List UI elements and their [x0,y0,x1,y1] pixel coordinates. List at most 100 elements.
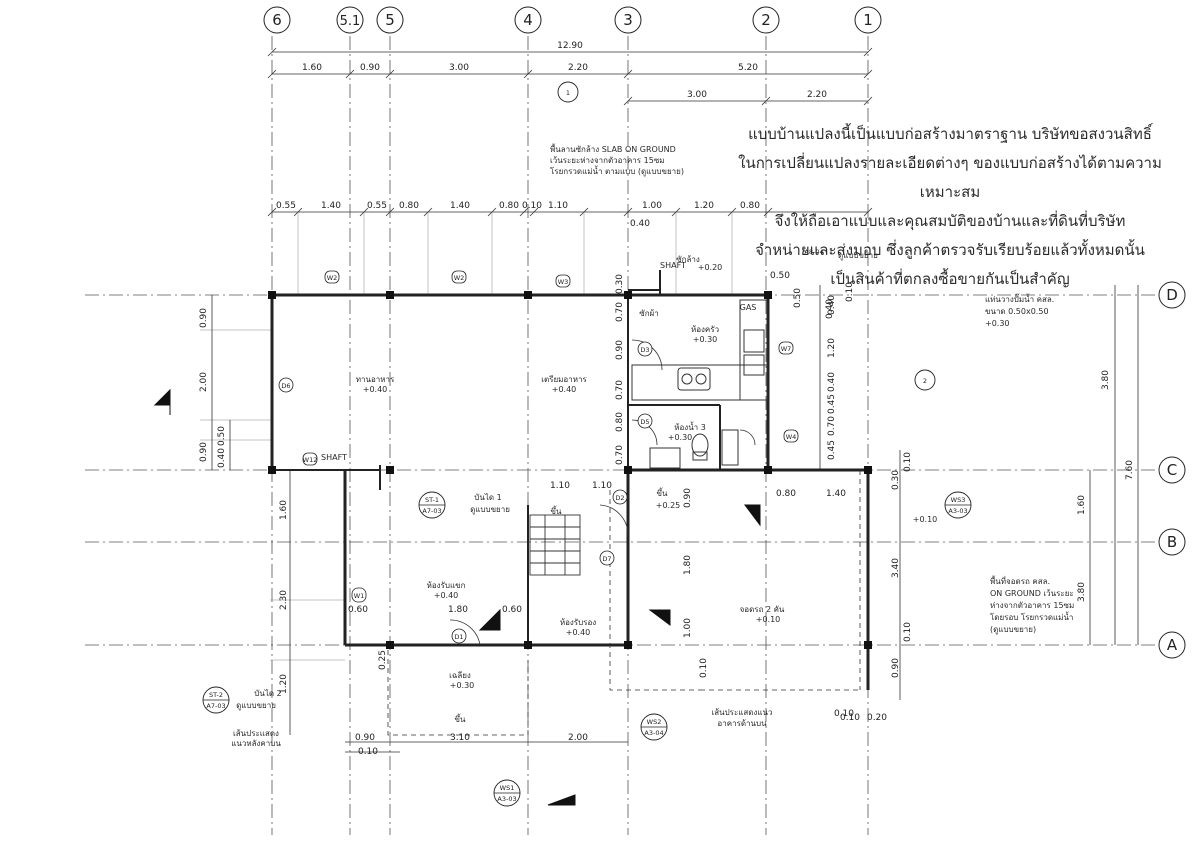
grid-label-5: 5 [385,11,395,29]
room-guest: ห้องรับรอง [560,618,596,627]
dim-row2-a: 3.00 [687,90,707,100]
window-tag-w4: W4 [786,433,797,441]
dim-left-2: 0.90 [199,442,209,462]
eave-note-1: เส้นประแสดงแนว [711,708,772,717]
dim-mid-6: 3.40 [891,558,901,578]
grid-label-6: 6 [272,11,282,29]
wash-label: ซักผ้า [639,309,658,318]
section-st1-id: ST-1 [425,496,439,504]
slab-note-1: พื้นลานซักล้าง SLAB ON GROUND [550,143,676,154]
parking-note-2: ON GROUND เว้นระยะ [990,589,1074,598]
parking-note-5: (ดูแบบขยาย) [990,625,1036,635]
door-tag-d6: D6 [281,382,290,390]
section-ws3-ref: A3-03 [948,507,967,515]
edge-note-1: เส้นประแสดง [233,729,279,738]
section-ws2-id: WS2 [647,718,662,726]
parking-note-1: พื้นที่จอดรถ คสล. [990,575,1050,586]
room-dining-level: +0.40 [363,385,388,394]
dim-bottom-4: 0.10 [840,713,860,723]
dim-shaft-0: 0.30 [615,274,625,294]
sink-label: ซักล้าง [676,255,700,264]
edge-note-2: แนวหลังคาบน [231,739,281,748]
dim-rc-6: 0.45 [827,440,837,460]
room-terrace-level: +0.30 [450,681,475,690]
room-guest-level: +0.40 [566,628,591,637]
note-line-2: ในการเปลี่ยนแปลงรายละเอียดต่างๆ ของแบบก่… [738,154,1162,201]
note-line-4: จำหน่ายและส่งมอบ ซึ่งลูกค้าตรวจรับเรียบร… [755,241,1145,259]
a804-callout: A8-04 [804,248,823,256]
vertical-grid-lines [271,36,869,835]
dim-rcb-1: 0.90 [891,658,901,678]
dim-mid-3: 1.40 [826,489,846,499]
dim-rc-4: 0.45 [827,394,837,414]
marker-2: 2 [923,377,927,385]
dim-row3-9: 1.20 [694,201,714,211]
section-st2-ref: A7-03 [206,702,225,710]
dim-right-outer-1: 7.60 [1125,460,1135,480]
dim-row3-3: 0.80 [399,201,419,211]
room-kitchen-level: +0.30 [693,335,718,344]
stair2-label: บันได 2 [254,689,281,698]
shaft-label: SHAFT [660,261,686,270]
grid-label-C: C [1167,461,1177,479]
section-ws3-id: WS3 [951,496,966,504]
dim-mid-1: 1.10 [592,481,612,491]
dim-rc-1: 0.40 [827,295,837,315]
dim-mid-2: 0.80 [776,489,796,499]
dim-right-b-2: 0.20 [867,713,887,723]
grid-label-2: 2 [761,11,771,29]
dim-kitchen-1: 0.50 [793,288,803,308]
dim-lower-3: 0.25 [378,650,388,670]
dim-right-outer-0: 3.80 [1101,370,1111,390]
grid-label-4: 4 [523,11,533,29]
dim-bottom-2: 2.00 [568,733,588,743]
dim-lower-1: 1.80 [448,605,468,615]
marker-1: 1 [566,89,570,97]
window-tag-w12: W12 [303,456,318,464]
section-callout-dividers [203,504,971,794]
dim-rcb-0: 0.10 [903,622,913,642]
grid-label-D: D [1166,286,1178,304]
section-st2-id: ST-2 [209,691,223,699]
room-parking-level: +0.10 [756,615,781,624]
tag-bubbles [278,270,799,644]
grid-label-B: B [1167,533,1177,551]
dim-row3-extra: 0.40 [630,219,650,229]
a804-note: ดูแบบขยาย [838,251,878,261]
dim-row3-6: 0.10 [522,201,542,211]
room-bath3: ห้องน้ำ 3 [674,421,706,432]
dim-mid-4: 0.90 [683,488,693,508]
dim-shaft-3: 0.70 [615,380,625,400]
door-tag-d3: D3 [640,346,649,354]
left-dimension-lines [211,295,291,735]
dim-rc-3: 0.40 [827,372,837,392]
grid-label-A: A [1167,636,1178,654]
level-010: +0.10 [913,515,938,524]
room-parking: จอดรถ 2 คัน [740,605,785,614]
room-living-level: +0.40 [434,591,459,600]
section-ws1-ref: A3-03 [497,795,516,803]
section-arrows [153,388,761,806]
gas-label: GAS [740,303,757,312]
general-note: แบบบ้านแปลงนี้เป็นแบบก่อสร้างมาตราฐาน บร… [720,120,1180,294]
up-label-2: ขึ้น [657,487,668,498]
dim-bottom-1: 3.10 [450,733,470,743]
shaft-label-2: SHAFT [321,453,347,462]
dim-lower-0: 0.60 [348,605,368,615]
dim-row3-7: 1.10 [548,201,568,211]
dim-left-1: 2.00 [199,372,209,392]
dim-bottom-3: 0.10 [358,747,378,757]
door-tag-d7: D7 [602,555,611,563]
dim-row3-2: 0.55 [367,201,387,211]
stair1-label: บันได 1 [474,493,501,502]
dim-row3-5: 0.80 [499,201,519,211]
pump-note-2: ขนาด 0.50x0.50 [985,307,1049,316]
dim-rcb-3: 0.10 [834,709,854,719]
dim-rc-7: 0.10 [903,452,913,472]
dim-mid-8: 0.10 [699,658,709,678]
stair-up-label: ขึ้น [551,505,562,516]
bathroom-fixtures [649,429,739,469]
dim-overall: 12.90 [557,41,583,51]
room-prep: เตรียมอาหาร [541,375,587,384]
room-living: ห้องรับแขก [427,581,466,590]
